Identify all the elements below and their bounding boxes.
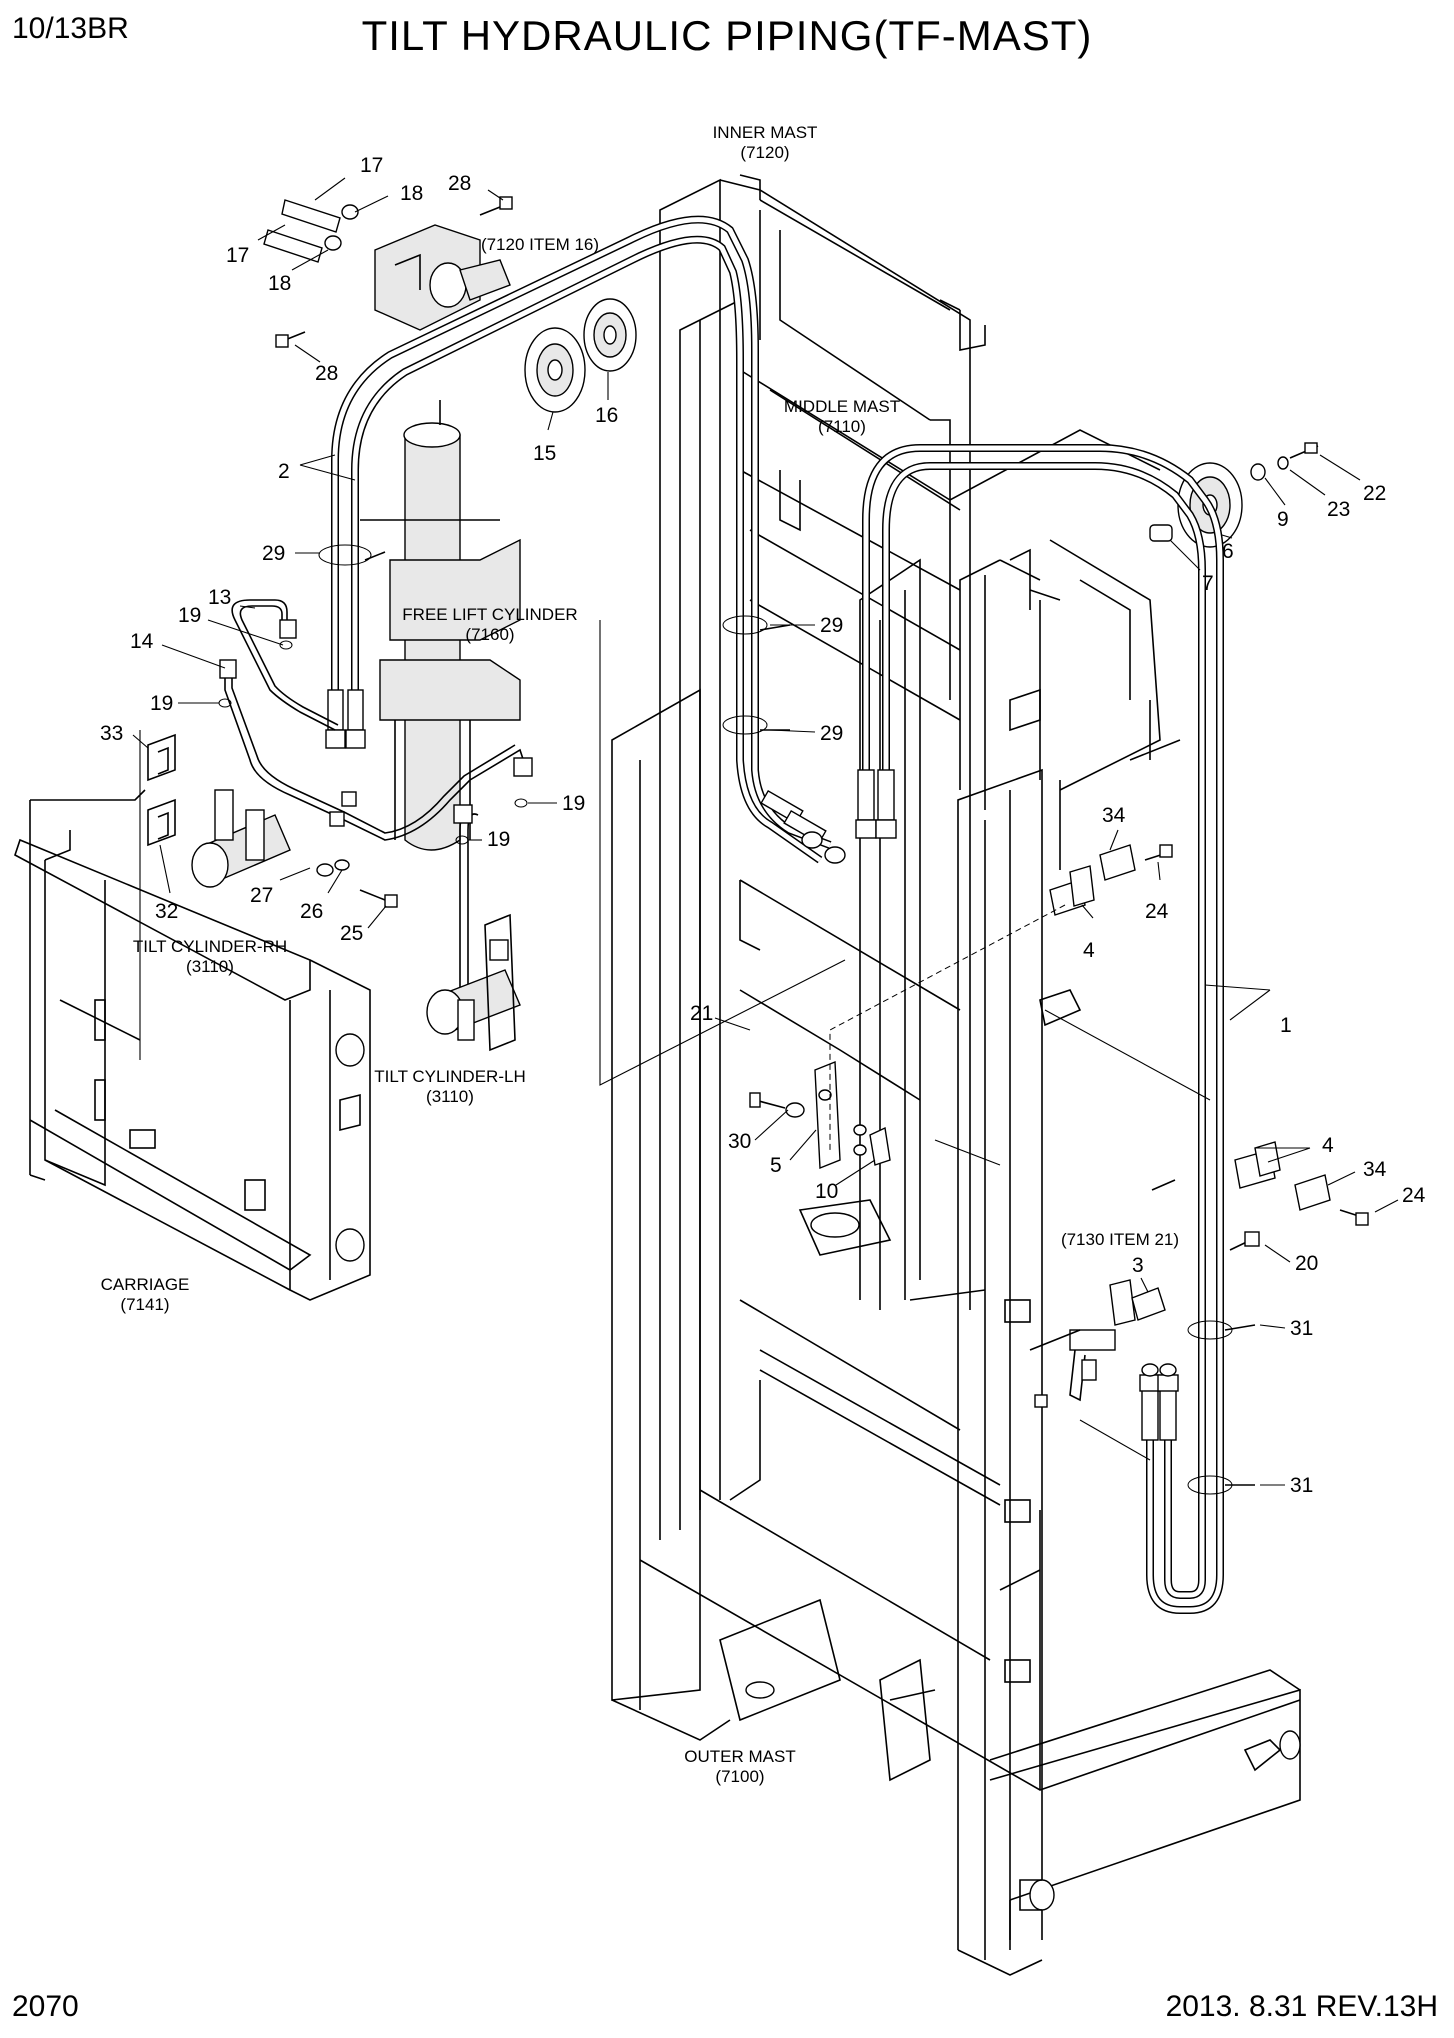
callout-19b: 19	[150, 692, 173, 715]
callout-22: 22	[1363, 482, 1386, 505]
callout-29b: 29	[820, 614, 843, 637]
callout-34b: 34	[1363, 1158, 1387, 1181]
tilt-cylinder-lh	[426, 913, 521, 1052]
label-tilt-cylinder-lh-ref: (3110)	[426, 1087, 474, 1106]
callout-32: 32	[155, 900, 178, 923]
label-carriage-ref: (7141)	[120, 1295, 169, 1314]
callout-29: 29	[262, 542, 285, 565]
label-inner-mast-ref: (7120)	[740, 143, 789, 162]
callout-5: 5	[770, 1154, 782, 1177]
callout-25: 25	[340, 922, 363, 945]
callout-26: 26	[300, 900, 323, 923]
callouts: 17 18 28 17 18 28 15 16 2 29 13 19 14 19…	[100, 154, 1426, 1497]
hose-1	[862, 444, 1224, 1614]
label-middle-mast-ref: (7110)	[818, 417, 866, 436]
callout-17: 17	[360, 154, 383, 177]
label-outer-mast-ref: (7100)	[715, 1767, 764, 1786]
carriage	[14, 789, 371, 1301]
model-code: 10/13BR	[12, 12, 129, 45]
label-inner-mast: INNER MAST	[713, 123, 818, 142]
free-lift-cylinder	[360, 400, 521, 851]
upper-bracket	[374, 224, 511, 331]
callout-18b: 18	[268, 272, 291, 295]
callout-13: 13	[208, 586, 231, 609]
label-ref-7120-item-16: (7120 ITEM 16)	[481, 235, 599, 254]
callout-15: 15	[533, 442, 556, 465]
tilt-cylinder-rh	[191, 789, 398, 908]
callout-19: 19	[178, 604, 201, 627]
callout-21: 21	[690, 1002, 713, 1025]
label-tilt-cylinder-rh: TILT CYLINDER-RH	[133, 937, 287, 956]
callout-31b: 31	[1290, 1474, 1313, 1497]
callout-24b: 24	[1402, 1184, 1426, 1207]
component-labels: INNER MAST (7120) MIDDLE MAST (7110) FRE…	[101, 123, 1179, 1786]
callout-23: 23	[1327, 498, 1350, 521]
outer-mast-right-channel	[959, 559, 1041, 1790]
callout-29c: 29	[820, 722, 843, 745]
inner-mast	[659, 174, 986, 1540]
callout-17b: 17	[226, 244, 249, 267]
callout-30: 30	[728, 1130, 751, 1153]
callout-28b: 28	[315, 362, 338, 385]
label-tilt-cylinder-rh-ref: (3110)	[186, 957, 234, 976]
brackets	[749, 844, 1369, 1408]
label-carriage: CARRIAGE	[101, 1275, 190, 1294]
callout-9: 9	[1277, 508, 1289, 531]
callout-4b: 4	[1322, 1134, 1334, 1157]
callout-1: 1	[1280, 1014, 1292, 1037]
callout-6: 6	[1222, 540, 1234, 563]
hose-1-fittings	[855, 769, 1179, 1441]
label-outer-mast: OUTER MAST	[684, 1747, 795, 1766]
callout-34: 34	[1102, 804, 1126, 827]
callout-19c: 19	[562, 792, 585, 815]
callout-33: 33	[100, 722, 123, 745]
page-title: TILT HYDRAULIC PIPING(TF-MAST)	[361, 12, 1093, 59]
label-ref-7130-item-21: (7130 ITEM 21)	[1061, 1230, 1179, 1249]
label-tilt-cylinder-lh: TILT CYLINDER-LH	[374, 1067, 525, 1086]
callout-28: 28	[448, 172, 471, 195]
callout-19d: 19	[487, 828, 510, 851]
callout-2: 2	[278, 460, 290, 483]
hose-clamps	[318, 544, 1256, 1495]
callout-16: 16	[595, 404, 618, 427]
label-free-lift-cylinder: FREE LIFT CYLINDER	[402, 605, 577, 624]
label-middle-mast: MIDDLE MAST	[784, 397, 900, 416]
callout-4: 4	[1083, 939, 1095, 962]
callout-20: 20	[1295, 1252, 1318, 1275]
middle-mast	[739, 369, 1181, 1431]
callout-18: 18	[400, 182, 423, 205]
shims	[139, 730, 176, 1060]
label-free-lift-cylinder-ref: (7160)	[465, 625, 514, 644]
callout-27: 27	[250, 884, 273, 907]
pins-upper-left	[263, 196, 513, 348]
callout-24: 24	[1145, 900, 1169, 923]
sheaves	[524, 298, 637, 413]
callout-7: 7	[1202, 572, 1214, 595]
callout-31: 31	[1290, 1317, 1313, 1340]
leader-lines	[599, 620, 1211, 1461]
callout-14: 14	[130, 630, 154, 653]
hose-2-fittings	[325, 689, 846, 864]
hose-2	[331, 215, 832, 864]
page-number: 2070	[12, 1990, 79, 2023]
tilt-pipes	[218, 599, 533, 990]
callout-3: 3	[1132, 1254, 1144, 1277]
callout-10: 10	[815, 1180, 838, 1203]
revision-date: 2013. 8.31 REV.13H	[1165, 1990, 1438, 2023]
